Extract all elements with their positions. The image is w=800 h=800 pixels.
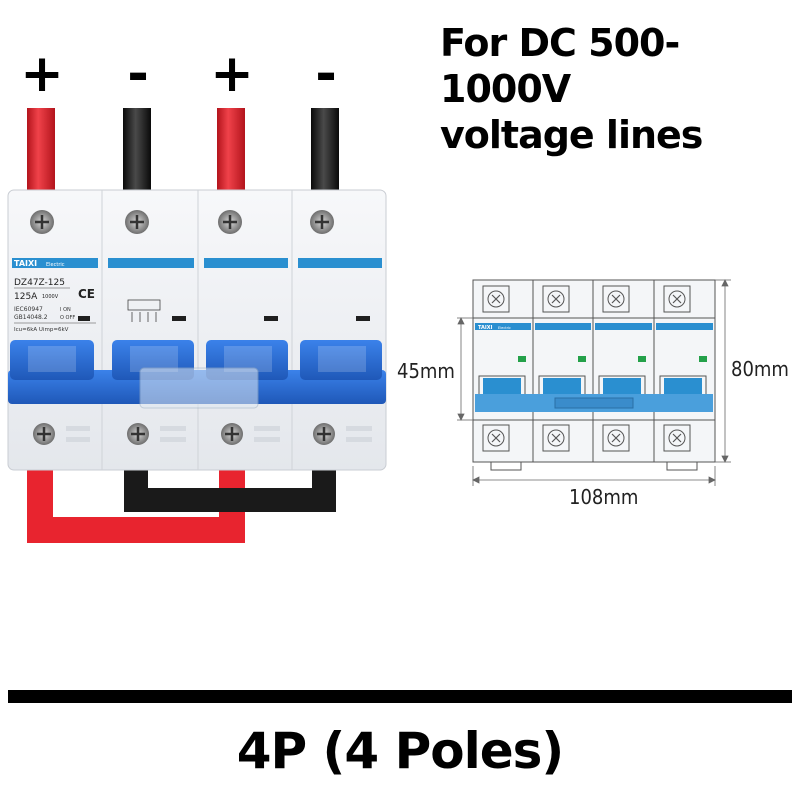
stripe-blue-2 <box>108 258 194 268</box>
dimension-drawing: TAIXI Electric 45mm 80mm 108mm <box>397 279 789 509</box>
wire-top-red-1 <box>27 108 55 196</box>
capacity-label: Icu=6kA Uimp=6kV <box>14 327 69 333</box>
headline: For DC 500-1000V voltage lines <box>440 20 790 158</box>
drawing-brand-label: TAIXI <box>478 325 493 331</box>
drawing-brand-sub-label: Electric <box>498 326 511 330</box>
polarity-label-1: + <box>20 44 64 104</box>
bottom-screws <box>33 423 372 445</box>
polarity-label-2: - <box>127 44 149 104</box>
off-label: O OFF <box>60 315 75 321</box>
top-screws <box>30 210 334 234</box>
dimension-height-right: 80mm <box>731 357 789 381</box>
headline-line-2: voltage lines <box>440 113 703 157</box>
footer-divider <box>8 690 792 703</box>
stripe-blue-1 <box>12 258 98 268</box>
standard-2-label: GB14048.2 <box>14 314 48 321</box>
wire-top-black-1 <box>123 108 151 196</box>
stripe-blue-4 <box>298 258 382 268</box>
ce-mark: CE <box>78 287 95 301</box>
polarity-label-3: + <box>210 44 254 104</box>
drawing-body <box>472 279 716 463</box>
footer-title: 4P (4 Poles) <box>236 722 565 780</box>
handle-tie-bar <box>139 367 259 409</box>
headline-line-1: For DC 500-1000V <box>440 21 680 111</box>
handle-4[interactable] <box>300 340 382 380</box>
brand-sub-label: Electric <box>46 262 65 268</box>
breaker-photo: TAIXI Electric DZ47Z-125 125A 1000V CE I… <box>7 108 387 543</box>
wire-top-black-2 <box>311 108 339 196</box>
stripe-blue-3 <box>204 258 288 268</box>
brand-label: TAIXI <box>14 259 37 268</box>
polarity-label-4: - <box>315 44 337 104</box>
voltage-label: 1000V <box>42 294 59 300</box>
on-label: I ON <box>60 307 71 313</box>
handle-1[interactable] <box>10 340 94 380</box>
rating-label: 125A <box>14 292 38 302</box>
model-label: DZ47Z-125 <box>14 278 65 288</box>
wire-bottom-black-jumper <box>124 465 336 512</box>
dimension-width: 108mm <box>569 485 638 509</box>
standard-1-label: IEC60947 <box>14 306 43 313</box>
wire-top-red-2 <box>217 108 245 196</box>
dimension-height-left: 45mm <box>397 359 455 383</box>
